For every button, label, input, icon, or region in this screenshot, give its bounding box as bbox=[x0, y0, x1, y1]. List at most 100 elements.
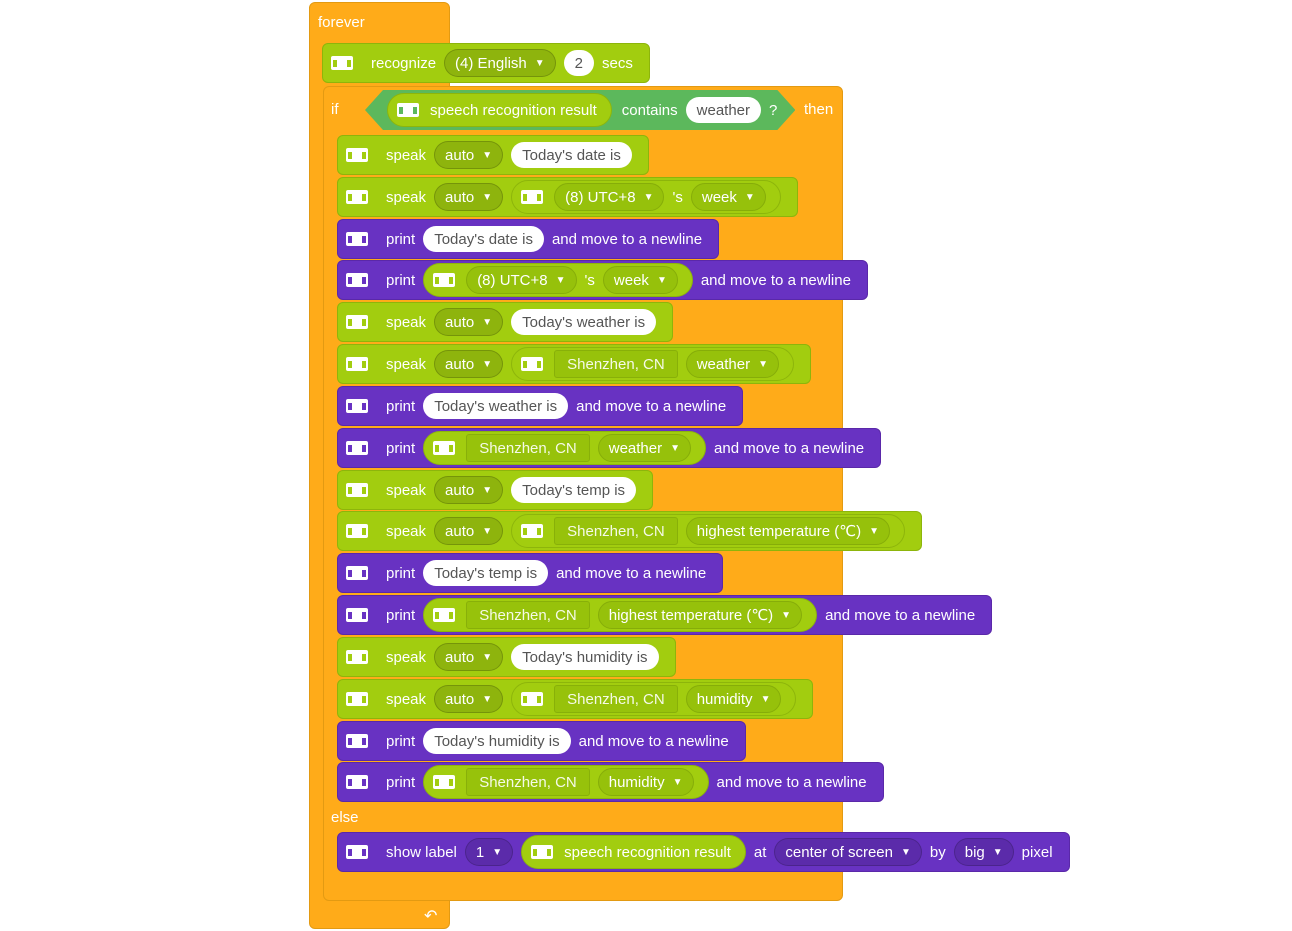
city-field[interactable]: Shenzhen, CN bbox=[554, 350, 678, 378]
chevron-down-icon: ▼ bbox=[482, 149, 493, 161]
speak-humidity-text-block[interactable]: speak auto▼ Today's humidity is bbox=[337, 637, 676, 677]
label-number-dropdown[interactable]: 1▼ bbox=[464, 838, 514, 866]
print-date-block[interactable]: print Today's date is and move to a newl… bbox=[337, 219, 720, 259]
weather-reporter[interactable]: Shenzhen, CN weather▼ bbox=[423, 431, 707, 465]
text-input[interactable]: Today's humidity is bbox=[423, 728, 571, 754]
voice-dropdown[interactable]: auto▼ bbox=[434, 308, 504, 336]
if-label: if bbox=[331, 101, 339, 118]
chevron-down-icon: ▼ bbox=[482, 358, 493, 370]
time-field-dropdown[interactable]: week▼ bbox=[690, 183, 766, 211]
voice-dropdown[interactable]: auto▼ bbox=[434, 517, 504, 545]
city-field[interactable]: Shenzhen, CN bbox=[554, 685, 678, 713]
print-temp-value-block[interactable]: print Shenzhen, CN highest temperature (… bbox=[337, 595, 993, 635]
chevron-down-icon: ▼ bbox=[672, 776, 683, 788]
weather-field-dropdown[interactable]: humidity▼ bbox=[597, 768, 694, 796]
print-humidity-text-block[interactable]: print Today's humidity is and move to a … bbox=[337, 721, 746, 761]
device-icon bbox=[432, 602, 456, 628]
contains-label: contains bbox=[621, 101, 678, 119]
print-weather-value-block[interactable]: print Shenzhen, CN weather▼ and move to … bbox=[337, 428, 882, 468]
device-icon bbox=[344, 351, 370, 377]
device-icon bbox=[344, 435, 370, 461]
recognize-block[interactable]: recognize (4) English▼ 2 secs bbox=[322, 43, 650, 83]
language-dropdown[interactable]: (4) English▼ bbox=[444, 49, 556, 77]
weather-field-dropdown[interactable]: weather▼ bbox=[597, 434, 692, 462]
device-icon bbox=[344, 518, 370, 544]
device-icon bbox=[432, 435, 456, 461]
speak-humidity-value-block[interactable]: speak auto▼ Shenzhen, CN humidity▼ bbox=[337, 679, 814, 719]
voice-dropdown[interactable]: auto▼ bbox=[434, 350, 504, 378]
chevron-down-icon: ▼ bbox=[900, 846, 911, 858]
forever-label: forever bbox=[318, 14, 365, 31]
speak-weather-value-block[interactable]: speak auto▼ Shenzhen, CN weather▼ bbox=[337, 344, 811, 384]
speak-date-block[interactable]: speak auto▼ Today's date is bbox=[337, 135, 649, 175]
device-icon bbox=[396, 97, 420, 123]
chevron-down-icon: ▼ bbox=[492, 846, 503, 858]
voice-dropdown[interactable]: auto▼ bbox=[434, 685, 504, 713]
voice-dropdown[interactable]: auto▼ bbox=[434, 643, 504, 671]
text-input[interactable]: Today's temp is bbox=[423, 560, 549, 586]
weather-reporter[interactable]: Shenzhen, CN highest temperature (℃)▼ bbox=[423, 598, 818, 632]
speak-weather-text-block[interactable]: speak auto▼ Today's weather is bbox=[337, 302, 674, 342]
city-field[interactable]: Shenzhen, CN bbox=[554, 517, 678, 545]
text-input[interactable]: Today's humidity is bbox=[511, 644, 659, 670]
speak-temp-text-block[interactable]: speak auto▼ Today's temp is bbox=[337, 470, 654, 510]
weather-reporter[interactable]: Shenzhen, CN humidity▼ bbox=[511, 682, 797, 716]
recognize-label: recognize bbox=[371, 54, 437, 72]
time-field-dropdown[interactable]: week▼ bbox=[602, 266, 678, 294]
city-field[interactable]: Shenzhen, CN bbox=[466, 601, 590, 629]
weather-reporter[interactable]: Shenzhen, CN weather▼ bbox=[511, 347, 794, 381]
text-input[interactable]: Today's temp is bbox=[511, 477, 637, 503]
speech-result-reporter[interactable]: speech recognition result bbox=[521, 835, 746, 869]
weather-field-dropdown[interactable]: weather▼ bbox=[685, 350, 779, 378]
seconds-input[interactable]: 2 bbox=[563, 50, 594, 76]
timezone-dropdown[interactable]: (8) UTC+8▼ bbox=[554, 183, 665, 211]
print-humidity-value-block[interactable]: print Shenzhen, CN humidity▼ and move to… bbox=[337, 762, 884, 802]
time-reporter[interactable]: (8) UTC+8▼ 's week▼ bbox=[511, 180, 781, 214]
device-icon bbox=[344, 728, 370, 754]
device-icon bbox=[344, 477, 370, 503]
size-dropdown[interactable]: big▼ bbox=[953, 838, 1014, 866]
weather-reporter[interactable]: Shenzhen, CN humidity▼ bbox=[423, 765, 709, 799]
contains-condition[interactable]: speech recognition result contains weath… bbox=[365, 90, 795, 130]
chevron-down-icon: ▼ bbox=[744, 191, 755, 203]
weather-field-dropdown[interactable]: highest temperature (℃)▼ bbox=[685, 517, 891, 545]
city-field[interactable]: Shenzhen, CN bbox=[466, 768, 590, 796]
weather-reporter[interactable]: Shenzhen, CN highest temperature (℃)▼ bbox=[511, 514, 906, 548]
chevron-down-icon: ▼ bbox=[656, 274, 667, 286]
device-icon bbox=[344, 602, 370, 628]
device-icon bbox=[432, 267, 456, 293]
speech-result-reporter[interactable]: speech recognition result bbox=[387, 93, 612, 127]
else-label: else bbox=[331, 809, 359, 826]
chevron-down-icon: ▼ bbox=[555, 274, 566, 286]
device-icon bbox=[344, 184, 370, 210]
contains-value-input[interactable]: weather bbox=[686, 97, 761, 123]
timezone-dropdown[interactable]: (8) UTC+8▼ bbox=[466, 266, 577, 294]
print-week-block[interactable]: print (8) UTC+8▼ 's week▼ and move to a … bbox=[337, 260, 868, 300]
chevron-down-icon: ▼ bbox=[758, 358, 768, 370]
voice-dropdown[interactable]: auto▼ bbox=[434, 476, 504, 504]
time-reporter[interactable]: (8) UTC+8▼ 's week▼ bbox=[423, 263, 693, 297]
weather-field-dropdown[interactable]: highest temperature (℃)▼ bbox=[597, 601, 803, 629]
print-temp-text-block[interactable]: print Today's temp is and move to a newl… bbox=[337, 553, 724, 593]
device-icon bbox=[344, 839, 370, 865]
text-input[interactable]: Today's date is bbox=[423, 226, 544, 252]
speak-week-block[interactable]: speak auto▼ (8) UTC+8▼ 's week▼ bbox=[337, 177, 798, 217]
weather-field-dropdown[interactable]: humidity▼ bbox=[685, 685, 782, 713]
chevron-down-icon: ▼ bbox=[482, 484, 493, 496]
print-weather-text-block[interactable]: print Today's weather is and move to a n… bbox=[337, 386, 744, 426]
device-icon bbox=[344, 686, 370, 712]
show-label-block[interactable]: show label 1▼ speech recognition result … bbox=[337, 832, 1070, 872]
text-input[interactable]: Today's weather is bbox=[511, 309, 657, 335]
voice-dropdown[interactable]: auto▼ bbox=[434, 183, 504, 211]
device-icon bbox=[344, 644, 370, 670]
text-input[interactable]: Today's weather is bbox=[423, 393, 569, 419]
device-icon bbox=[344, 309, 370, 335]
voice-dropdown[interactable]: auto▼ bbox=[434, 141, 504, 169]
city-field[interactable]: Shenzhen, CN bbox=[466, 434, 590, 462]
device-icon bbox=[520, 518, 544, 544]
device-icon bbox=[344, 226, 370, 252]
speak-temp-value-block[interactable]: speak auto▼ Shenzhen, CN highest tempera… bbox=[337, 511, 923, 551]
chevron-down-icon: ▼ bbox=[869, 525, 880, 537]
position-dropdown[interactable]: center of screen▼ bbox=[774, 838, 922, 866]
text-input[interactable]: Today's date is bbox=[511, 142, 632, 168]
